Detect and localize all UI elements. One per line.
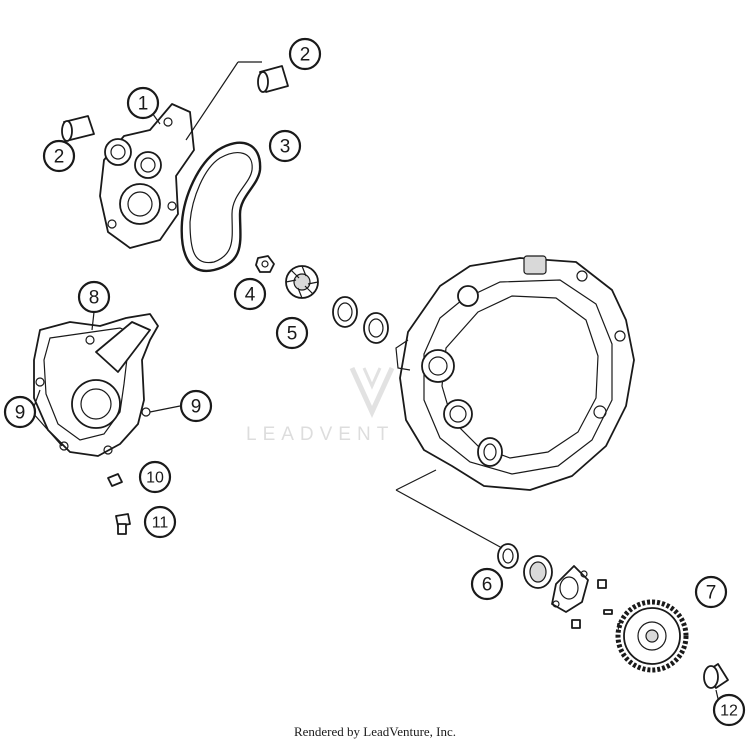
pump-inner-housing bbox=[99, 103, 195, 249]
needle-bearing bbox=[703, 663, 729, 689]
impeller-nut bbox=[255, 255, 275, 273]
impeller bbox=[285, 265, 319, 299]
shaft-pin bbox=[603, 609, 613, 615]
callout-1-text: 1 bbox=[138, 94, 149, 115]
callout-12-text: 12 bbox=[720, 703, 738, 720]
pump-outer-cover bbox=[33, 313, 159, 457]
dowel-sleeve-upper bbox=[257, 65, 289, 93]
callout-3-text: 3 bbox=[280, 137, 291, 158]
callout-11: 11 bbox=[143, 505, 177, 539]
callout-6: 6 bbox=[470, 567, 504, 601]
callout-11-text: 11 bbox=[152, 515, 169, 532]
leader-cover-seal bbox=[395, 469, 503, 549]
shaft-seal-6 bbox=[497, 543, 519, 569]
callout-9-left: 9 bbox=[3, 395, 37, 429]
bearing bbox=[523, 555, 553, 589]
callout-2-upper-text: 2 bbox=[300, 45, 311, 66]
callout-5: 5 bbox=[275, 316, 309, 350]
pump-gasket bbox=[180, 141, 262, 273]
callout-2-lower: 2 bbox=[42, 139, 76, 173]
drain-screw bbox=[107, 473, 123, 487]
leader-2-upper bbox=[185, 61, 262, 141]
shaft-seal-inner bbox=[363, 312, 389, 344]
pump-drive-gear bbox=[615, 599, 689, 673]
retainer-plate bbox=[551, 565, 589, 613]
clutch-cover bbox=[395, 255, 635, 491]
watermark: LEADVENT bbox=[246, 366, 395, 445]
callout-8: 8 bbox=[77, 280, 111, 314]
watermark-text: LEADVENT bbox=[246, 424, 394, 445]
leader-9-right bbox=[149, 405, 181, 413]
callout-6-text: 6 bbox=[482, 575, 493, 596]
callout-12: 12 bbox=[712, 693, 746, 727]
leader-8 bbox=[91, 311, 95, 331]
callout-4: 4 bbox=[233, 277, 267, 311]
callout-2-lower-text: 2 bbox=[54, 147, 65, 168]
dowel-sleeve-lower bbox=[61, 115, 95, 142]
callout-10-text: 10 bbox=[146, 470, 164, 487]
callout-10: 10 bbox=[138, 460, 172, 494]
shaft-seal-outer bbox=[332, 296, 358, 328]
plate-screw-upper bbox=[597, 579, 607, 589]
callout-9-left-text: 9 bbox=[15, 403, 26, 424]
callout-8-text: 8 bbox=[89, 288, 100, 309]
callout-9-right: 9 bbox=[179, 389, 213, 423]
callout-4-text: 4 bbox=[245, 285, 256, 306]
callout-5-text: 5 bbox=[287, 324, 298, 345]
plate-screw-lower bbox=[571, 619, 581, 629]
callout-7: 7 bbox=[694, 575, 728, 609]
footer-credit: Rendered by LeadVenture, Inc. bbox=[293, 724, 457, 739]
cover-bolt bbox=[115, 513, 131, 535]
callout-1: 1 bbox=[126, 86, 160, 120]
callout-2-upper: 2 bbox=[288, 37, 322, 71]
callout-3: 3 bbox=[268, 129, 302, 163]
leader-lines bbox=[31, 61, 723, 717]
callout-7-text: 7 bbox=[706, 583, 717, 604]
callout-9-right-text: 9 bbox=[191, 397, 202, 418]
